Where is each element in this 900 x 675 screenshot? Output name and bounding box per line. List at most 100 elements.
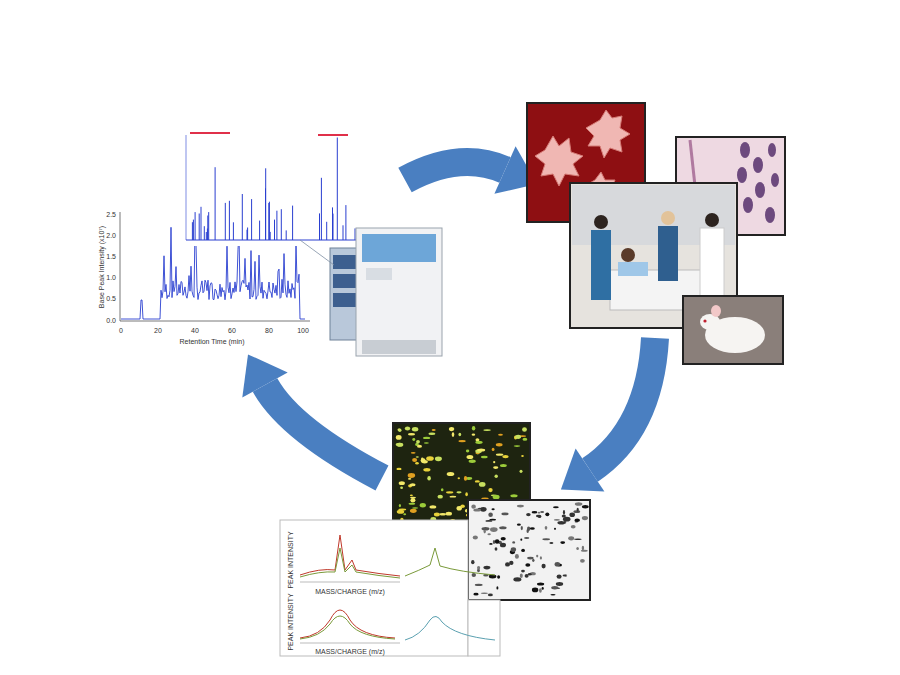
gel-spot: [568, 536, 574, 540]
gel-spot: [513, 577, 521, 581]
gel-spot: [524, 537, 529, 539]
gel-spot: [476, 438, 480, 441]
gel-spot: [515, 435, 521, 439]
gel-spot: [557, 574, 562, 578]
gel-spot: [501, 513, 508, 516]
gel-spot: [399, 504, 401, 507]
gel-spot: [556, 582, 563, 586]
gel-spot: [452, 432, 455, 437]
mass-spectrometer: [300, 228, 442, 356]
gel-spot: [450, 496, 457, 498]
ms-peak: [199, 214, 200, 241]
ms-peak: [207, 216, 208, 241]
gel-spot: [489, 543, 492, 545]
axis-title: Base Peak Intensity (x10⁷): [98, 226, 105, 308]
gel-spot: [487, 533, 490, 535]
gel-spot: [560, 541, 565, 544]
gel-spot: [447, 472, 455, 476]
axis-title: PEAK INTENSITY: [287, 593, 294, 650]
gel-spot: [520, 539, 522, 541]
gel-spot: [408, 473, 415, 478]
gel-spot: [582, 516, 588, 520]
ms-peak: [206, 232, 207, 240]
ms-peak: [233, 222, 234, 240]
gel-spot: [441, 488, 444, 491]
gel-spot: [539, 588, 542, 592]
gel-spot: [545, 512, 549, 516]
gel-spot: [421, 458, 426, 462]
ms-peak: [286, 230, 287, 240]
gel-spot: [520, 470, 523, 473]
spectra-panel: [280, 520, 500, 656]
axis-tick: 80: [265, 327, 273, 334]
gel-spot: [557, 521, 565, 525]
gel-spot: [532, 588, 538, 593]
ms-peak: [247, 228, 248, 241]
gel-spot: [520, 574, 523, 579]
gel-spot: [403, 513, 406, 515]
gel-spot: [575, 502, 583, 506]
gel-spot: [551, 586, 558, 589]
gel-spot: [576, 547, 579, 550]
gel-spot: [397, 510, 404, 514]
gel-spot: [510, 494, 517, 497]
arrow-head: [561, 448, 605, 491]
gel-spot: [408, 433, 415, 435]
gel-spot: [542, 564, 546, 569]
arrow-head: [242, 354, 287, 397]
gel-spot: [493, 540, 495, 544]
gel-spot: [429, 433, 436, 435]
gel-spot: [397, 443, 404, 447]
gel-spot: [476, 441, 478, 443]
gel-spot: [415, 462, 419, 464]
ms-peak: [265, 168, 266, 240]
gel-spot: [490, 527, 498, 532]
ms-peak: [319, 213, 320, 240]
axis-tick: 0.5: [106, 295, 116, 302]
gel-spot: [550, 594, 555, 596]
gel-spot: [482, 527, 490, 531]
ms-peak: [215, 167, 216, 240]
gel-spot: [446, 512, 452, 516]
gel-spot: [465, 492, 468, 496]
axis-tick: 2.5: [106, 211, 116, 218]
gel-spot: [501, 537, 506, 541]
ms-peak: [343, 225, 344, 240]
gel-spot: [549, 542, 553, 544]
gel-spot: [521, 549, 525, 552]
gel-spot: [405, 427, 410, 431]
gel-spot: [580, 559, 585, 563]
gel-spot: [399, 481, 405, 485]
gel-spot: [416, 440, 420, 444]
gel-spot: [475, 480, 480, 482]
gel-spot: [514, 445, 521, 447]
ms-peak: [274, 220, 275, 240]
gel-spot: [484, 530, 486, 534]
ms-peak: [201, 207, 202, 240]
gel-spot: [509, 561, 513, 565]
gel-spot: [493, 461, 495, 463]
gel-spot: [497, 575, 500, 579]
gel-spot: [477, 448, 485, 451]
gel-spot: [446, 491, 453, 493]
gel-spot: [532, 511, 538, 514]
ms-peak: [355, 228, 356, 240]
ms-peak: [332, 207, 333, 240]
ms-peak: [281, 209, 282, 240]
gel-spot: [469, 460, 476, 463]
ms-peak: [259, 221, 260, 240]
gel-spot: [502, 455, 508, 458]
gel-spot: [521, 526, 523, 530]
gel-spot: [536, 515, 540, 517]
gel-spot: [466, 450, 469, 453]
ms-peak: [225, 203, 226, 240]
axis-title: MASS/CHARGE (m/z): [315, 648, 385, 655]
gel-spot: [412, 458, 417, 462]
ms-peak: [292, 206, 293, 240]
gel-spot: [475, 441, 482, 444]
gel-spot: [563, 517, 571, 522]
gel-spot: [553, 506, 559, 508]
ms-peak: [333, 214, 334, 240]
mouse-photo: [683, 296, 783, 364]
